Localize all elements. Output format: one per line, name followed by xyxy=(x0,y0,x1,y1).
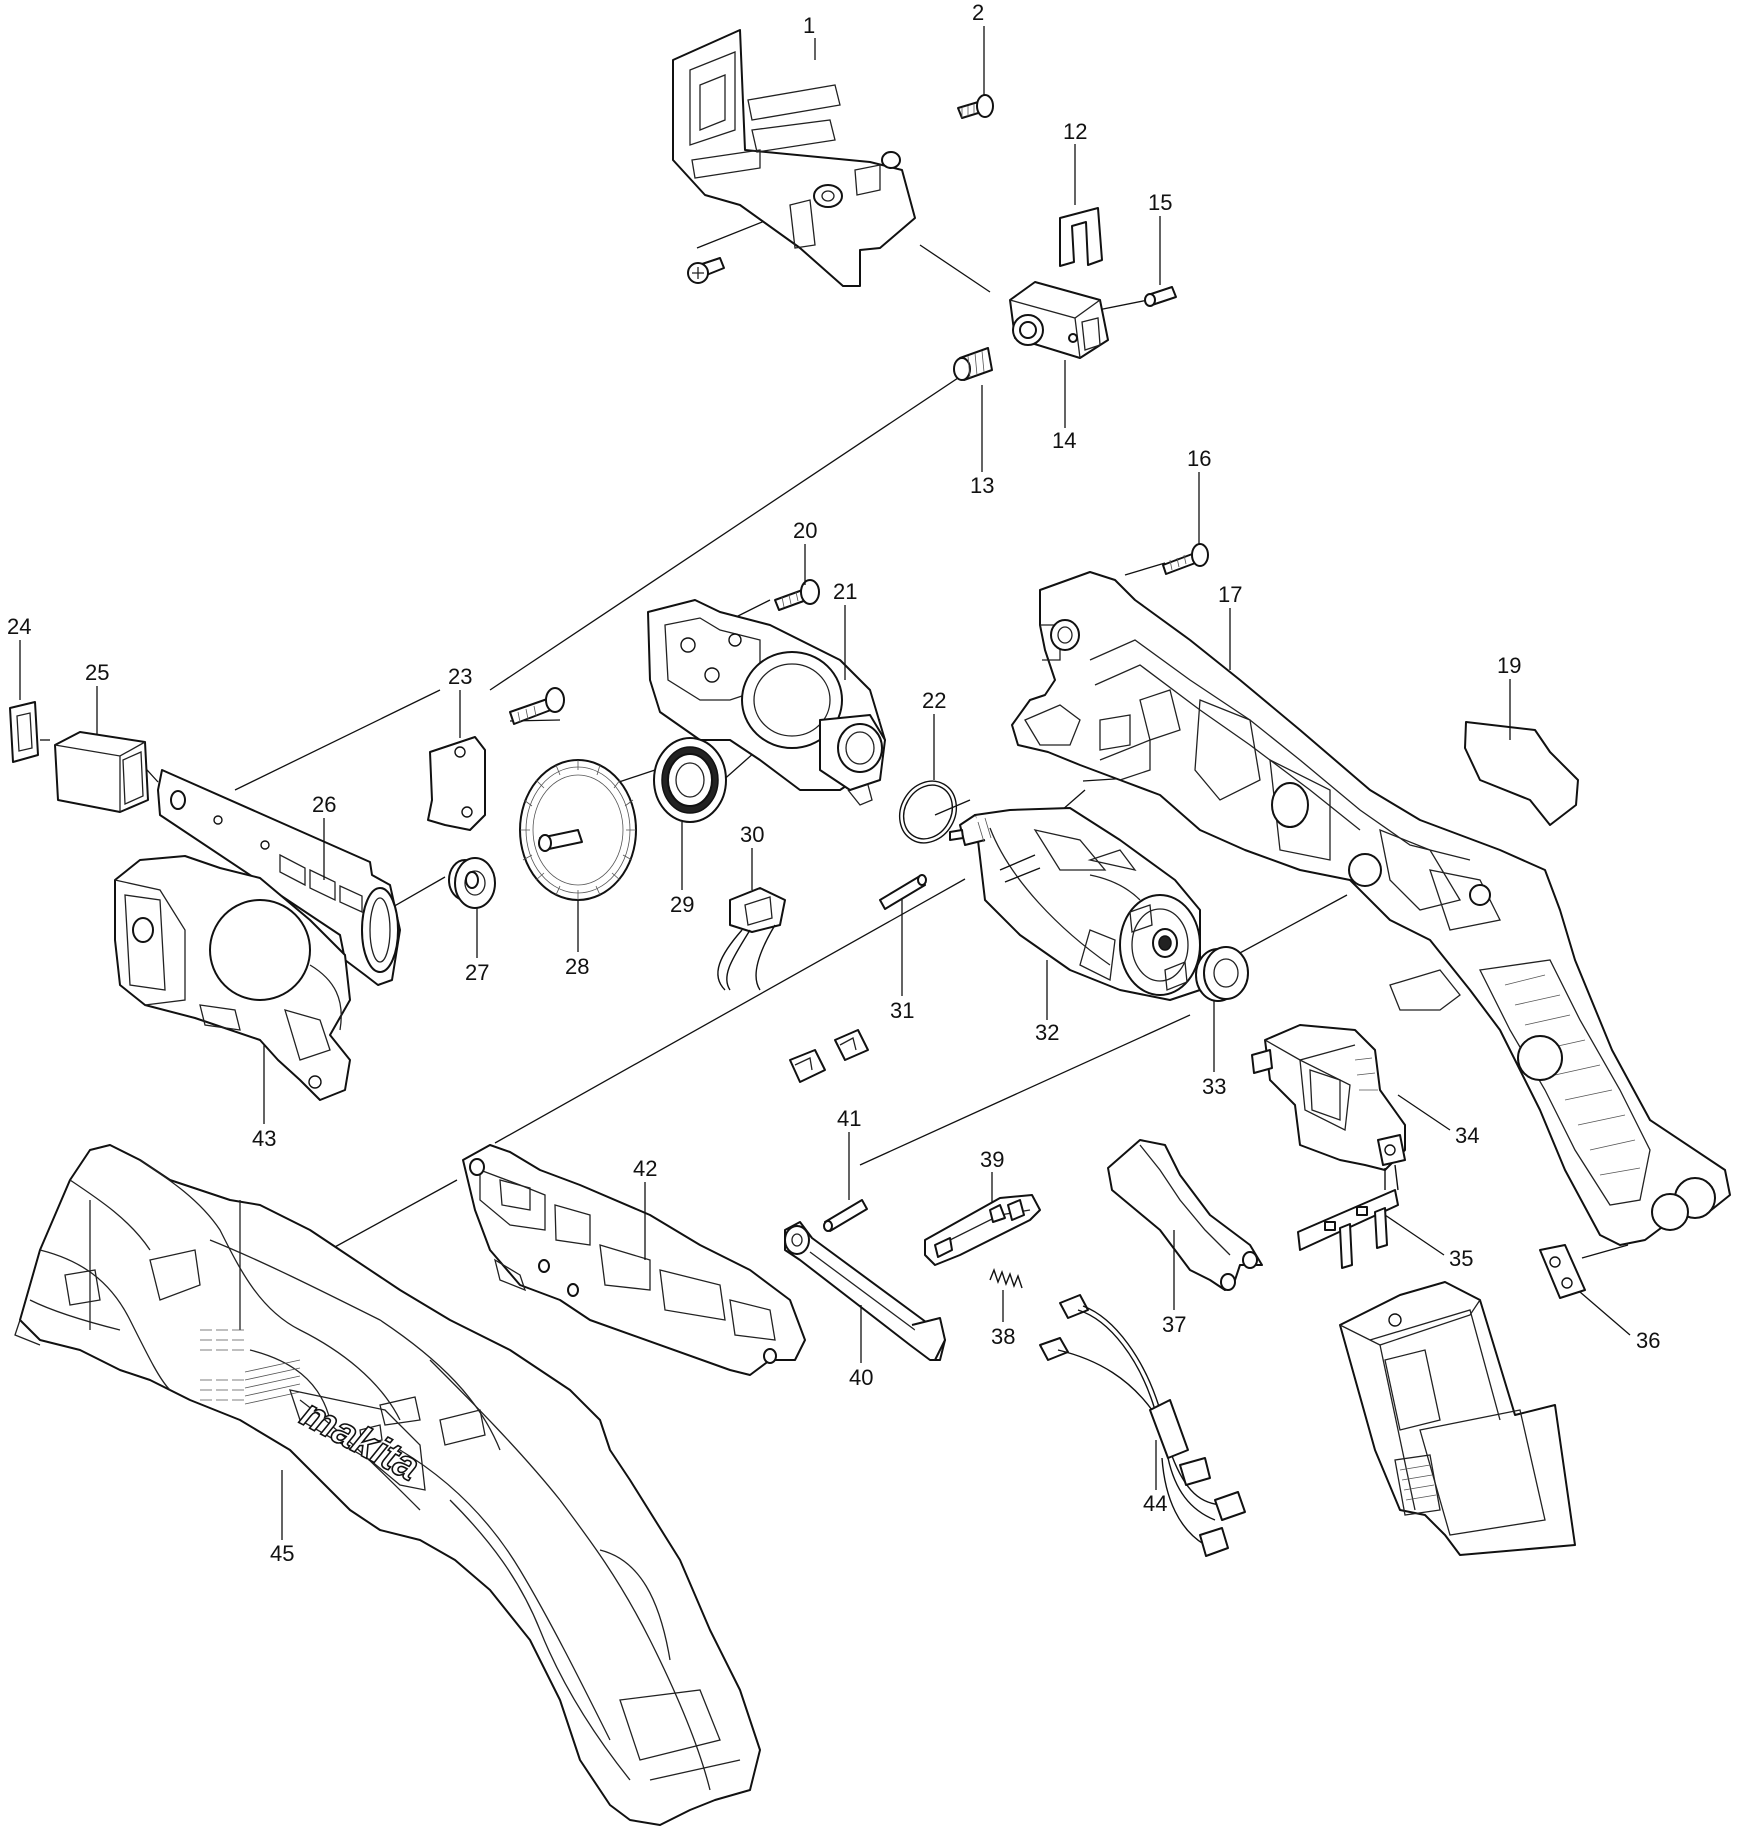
label-32: 32 xyxy=(1035,1020,1059,1045)
part-2-screw xyxy=(957,94,994,119)
label-14: 14 xyxy=(1052,428,1076,453)
part-38-spring xyxy=(989,1267,1023,1289)
label-36: 36 xyxy=(1636,1328,1660,1353)
part-30-switch xyxy=(717,887,786,991)
label-26: 26 xyxy=(312,792,336,817)
part-31-pin xyxy=(879,874,927,910)
part-26-slider-bar xyxy=(157,769,401,986)
part-17-housing-half xyxy=(1011,571,1731,1246)
label-35: 35 xyxy=(1449,1246,1473,1271)
part-labels: 1 2 12 15 14 13 16 20 21 17 24 25 23 22 … xyxy=(7,0,1660,1566)
label-39: 39 xyxy=(980,1147,1004,1172)
label-16: 16 xyxy=(1187,446,1211,471)
label-27: 27 xyxy=(465,960,489,985)
terminals xyxy=(789,1029,869,1083)
part-21-gear-housing xyxy=(647,599,886,806)
part-28-gear xyxy=(519,759,637,901)
label-30: 30 xyxy=(740,822,764,847)
part-34-switch-assembly xyxy=(1251,1024,1406,1191)
part-12-clip xyxy=(1059,207,1103,267)
label-42: 42 xyxy=(633,1156,657,1181)
part-13-bushing xyxy=(953,347,993,381)
part-15-pin xyxy=(1144,286,1177,307)
part-40-trigger-lever xyxy=(784,1221,946,1361)
part-25-sleeve xyxy=(54,731,149,813)
part-24-ring xyxy=(9,701,39,763)
part-41-pin xyxy=(823,1199,868,1232)
part-1-guard-plate xyxy=(672,29,916,287)
label-12: 12 xyxy=(1063,119,1087,144)
part-45-housing-half: makita xyxy=(14,1144,761,1826)
label-29: 29 xyxy=(670,892,694,917)
part-16-screw xyxy=(1162,543,1209,575)
part-35-terminal-plate xyxy=(1297,1189,1399,1269)
label-2: 2 xyxy=(972,0,984,25)
label-37: 37 xyxy=(1162,1312,1186,1337)
part-32-motor xyxy=(949,807,1201,1001)
label-24: 24 xyxy=(7,614,31,639)
label-45: 45 xyxy=(270,1541,294,1566)
part-42-lever-housing xyxy=(462,1144,806,1376)
label-20: 20 xyxy=(793,518,817,543)
label-34: 34 xyxy=(1455,1123,1479,1148)
part-39-trigger xyxy=(924,1194,1041,1266)
part-14-block xyxy=(1009,281,1109,359)
label-17: 17 xyxy=(1218,582,1242,607)
part-44-wiring-harness xyxy=(1039,1294,1246,1557)
label-1: 1 xyxy=(803,13,815,38)
label-41: 41 xyxy=(837,1106,861,1131)
label-43: 43 xyxy=(252,1126,276,1151)
part-22-o-ring xyxy=(898,780,958,844)
label-28: 28 xyxy=(565,954,589,979)
part-19-label-plate xyxy=(1464,721,1579,826)
part-36-small-plate xyxy=(1539,1244,1586,1299)
part-20-screw xyxy=(774,579,820,611)
label-25: 25 xyxy=(85,660,109,685)
part-27-bushing xyxy=(448,857,496,909)
label-22: 22 xyxy=(922,688,946,713)
label-31: 31 xyxy=(890,998,914,1023)
screw-1 xyxy=(687,257,725,284)
label-13: 13 xyxy=(970,473,994,498)
label-23: 23 xyxy=(448,664,472,689)
part-37-switch-cover xyxy=(1107,1139,1263,1291)
label-21: 21 xyxy=(833,579,857,604)
label-40: 40 xyxy=(849,1365,873,1390)
label-44: 44 xyxy=(1143,1491,1167,1516)
label-15: 15 xyxy=(1148,190,1172,215)
label-leaders xyxy=(19,26,1631,1540)
part-23-plate xyxy=(427,687,565,831)
battery-pack xyxy=(1339,1281,1576,1556)
part-43-gear-housing xyxy=(114,855,351,1101)
part-29-bearing xyxy=(653,737,727,823)
label-33: 33 xyxy=(1202,1074,1226,1099)
label-19: 19 xyxy=(1497,653,1521,678)
label-38: 38 xyxy=(991,1324,1015,1349)
part-33-cap xyxy=(1195,946,1249,1002)
